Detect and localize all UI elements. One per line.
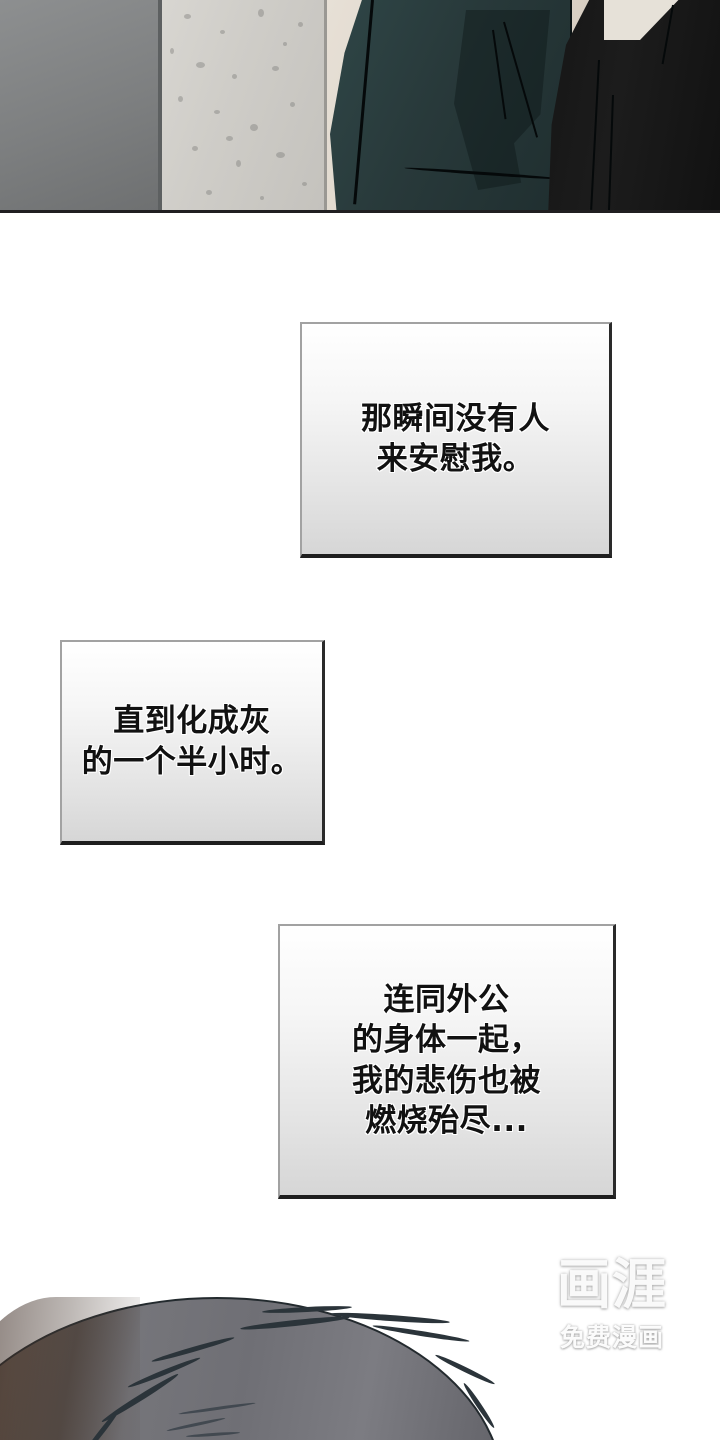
wall-edge-line [158, 0, 162, 210]
concrete-pillar [162, 0, 326, 210]
wall-left-surface [0, 0, 160, 210]
character-head-panel [0, 1275, 520, 1440]
narration-box-2: 直到化成灰 的一个半小时。 [60, 640, 325, 845]
narration-box-1: 那瞬间没有人 来安慰我。 [300, 322, 612, 558]
illustration-panel-top [0, 0, 720, 213]
pillar-edge-line [324, 0, 327, 210]
hair-shadow-left [0, 1297, 140, 1440]
watermark: 画涯 免费漫画 [532, 1258, 692, 1354]
watermark-subtitle: 免费漫画 [559, 1323, 664, 1352]
narration-box-3: 连同外公 的身体一起， 我的悲伤也被 燃烧殆尽... [278, 924, 616, 1199]
narration-text-1: 那瞬间没有人 来安慰我。 [361, 400, 550, 477]
narration-text-3: 连同外公 的身体一起， 我的悲伤也被 燃烧殆尽... [352, 981, 541, 1139]
narration-text-2: 直到化成灰 的一个半小时。 [81, 703, 303, 780]
watermark-logo-text: 画涯 [557, 1253, 667, 1316]
